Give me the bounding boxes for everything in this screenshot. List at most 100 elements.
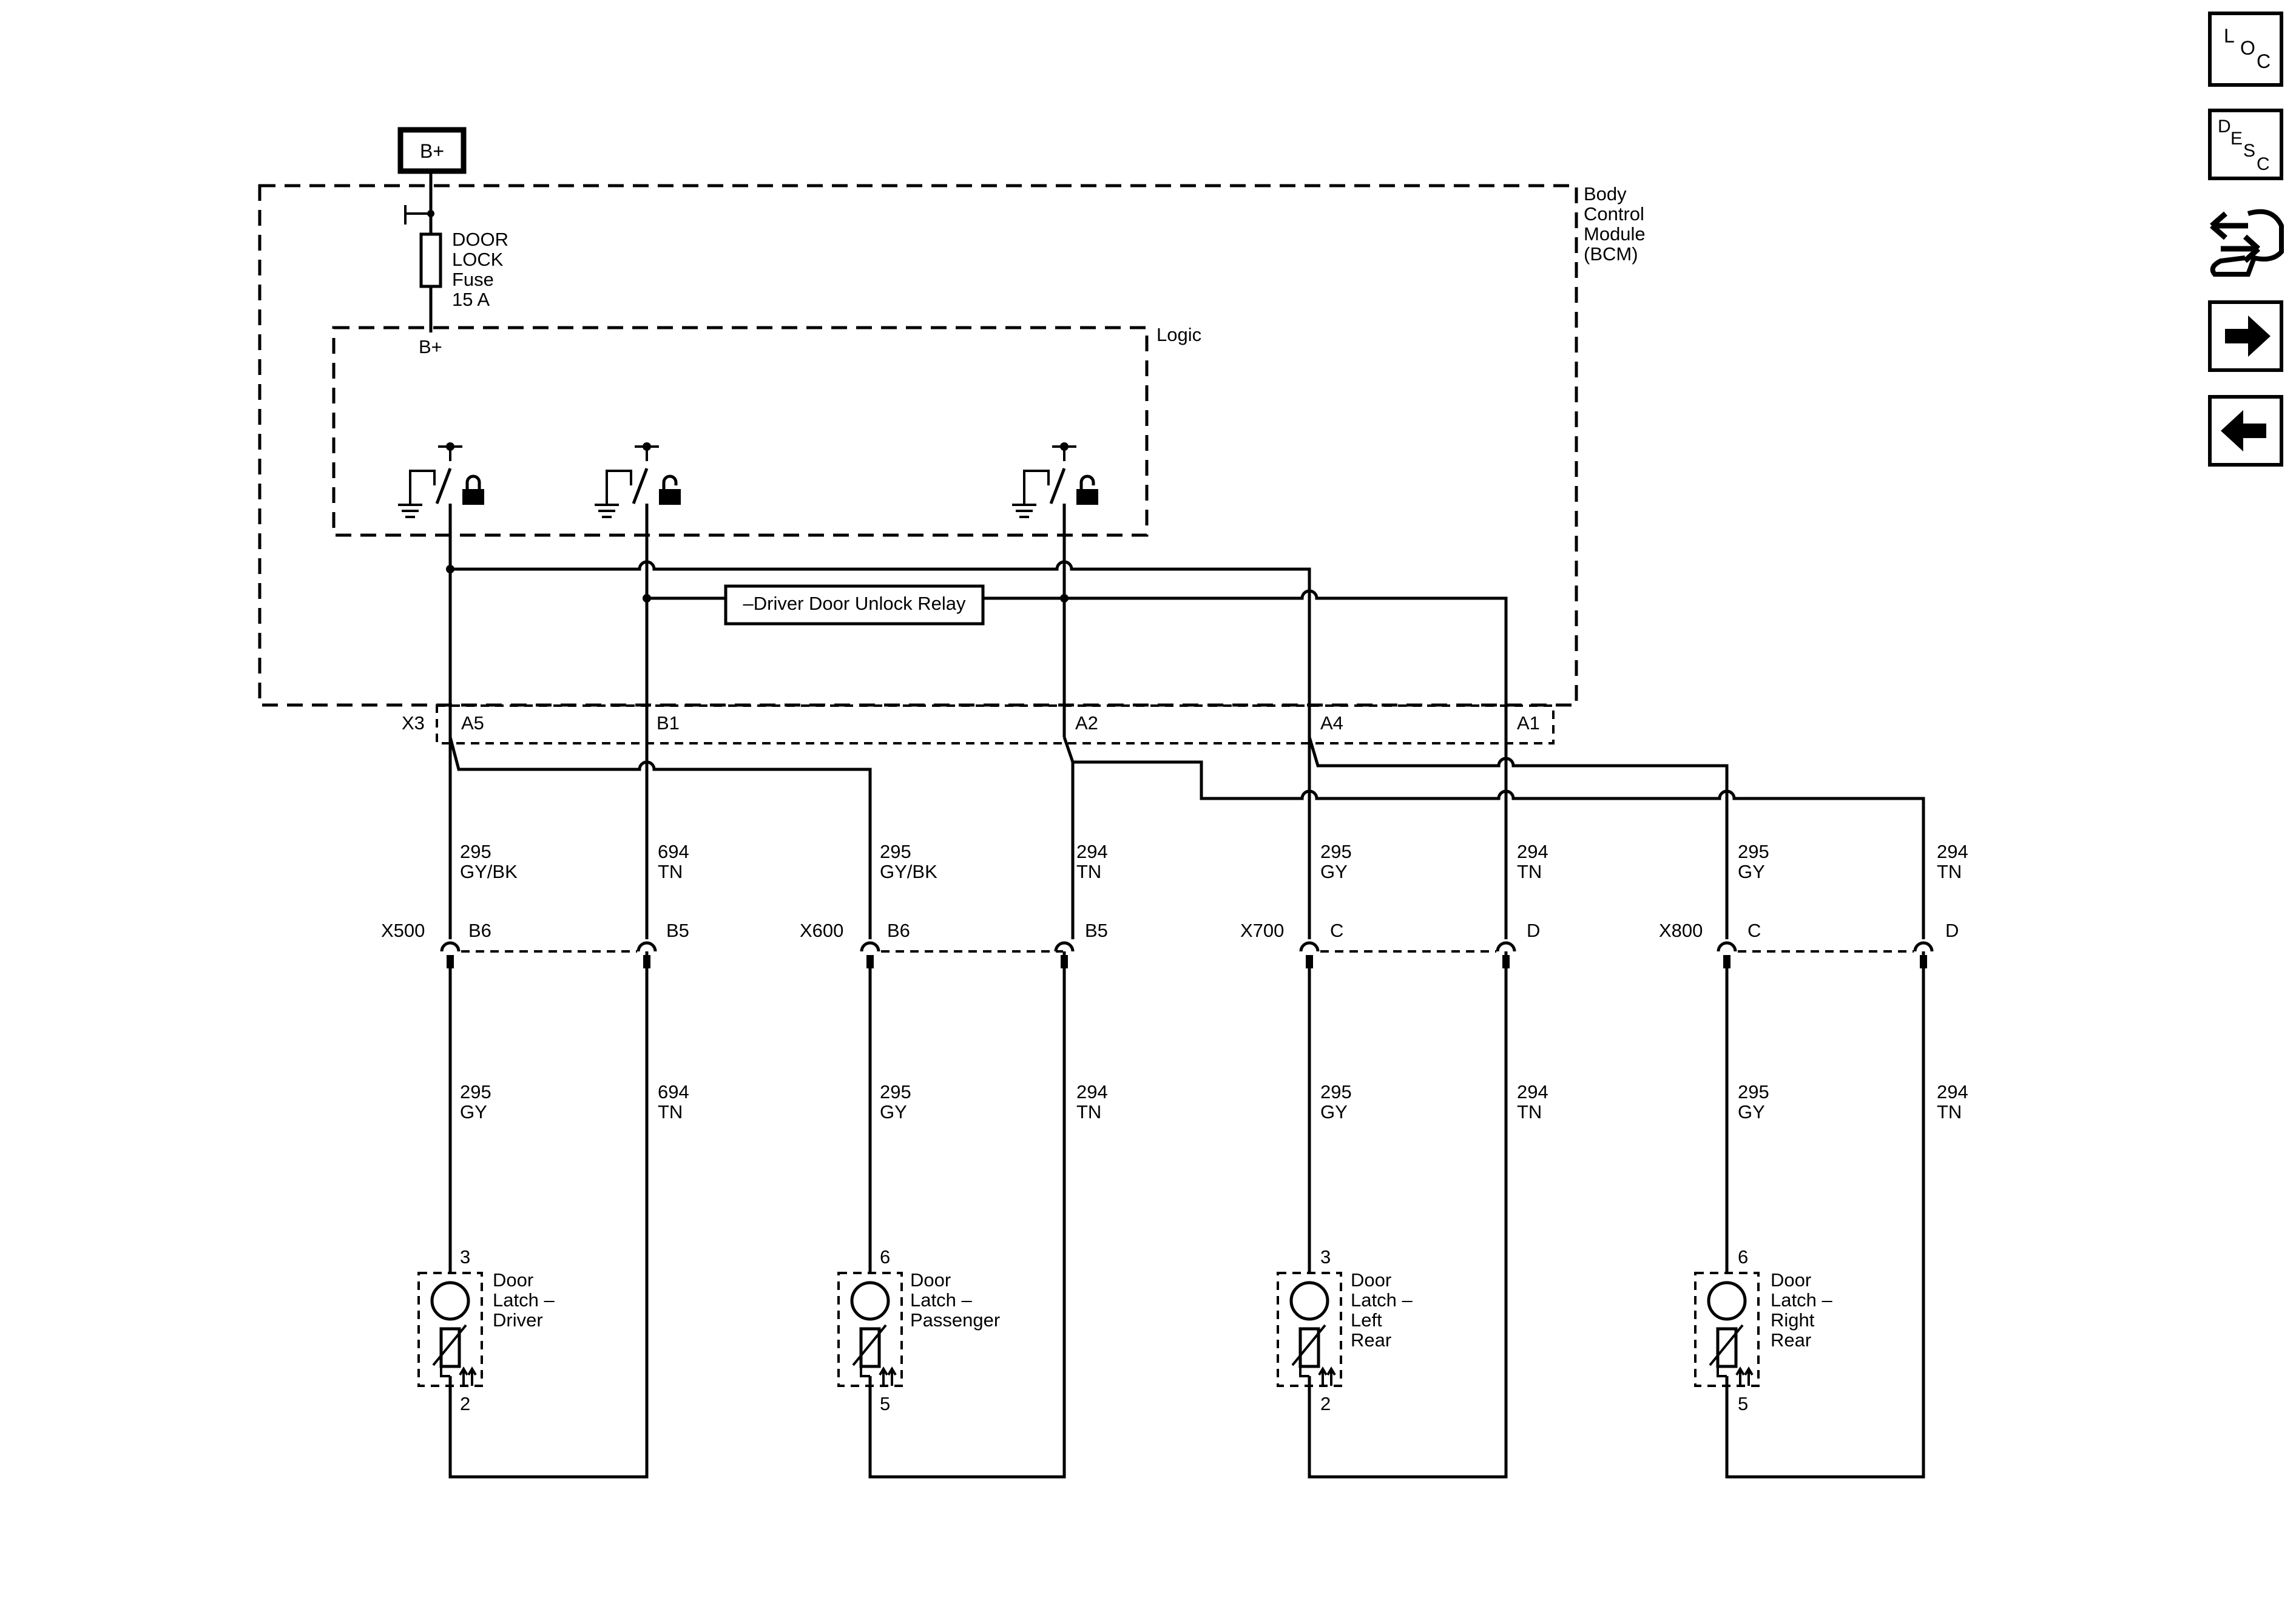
lower-wire-circuit-6: 294 [1517, 1081, 1548, 1102]
lower-wire-circuit-1: 295 [460, 1081, 491, 1102]
sensor-arrows-icon [459, 1366, 477, 1386]
latch-component-boundary [417, 1272, 483, 1387]
x500-pin-2: B5 [666, 920, 689, 941]
motor-icon [1707, 1281, 1747, 1321]
terminal-cavity [440, 941, 461, 952]
lower-wire-color-4: TN [1076, 1101, 1101, 1122]
fuse-bypass-hook [404, 205, 434, 224]
lower-wire-labels: 295 GY 694 TN 295 GY 294 TN 295 GY 294 T… [460, 1081, 1968, 1122]
lower-wire-color-5: GY [1320, 1101, 1348, 1122]
terminal-cavity [1717, 941, 1737, 952]
upper-wire-labels: 295 GY/BK 694 TN 295 GY/BK 294 TN 295 GY… [460, 841, 1968, 882]
latch-right-rear-pin-bottom: 5 [1738, 1393, 1748, 1414]
lock-open-icon [1076, 474, 1098, 505]
terminal-cavity [636, 941, 657, 952]
pin-a2: A2 [1075, 712, 1098, 734]
sensor-lead [440, 1366, 450, 1377]
position-sensor-icon [1716, 1327, 1738, 1368]
lower-wire-circuit-3: 295 [880, 1081, 911, 1102]
lower-wire-color-1: GY [460, 1101, 487, 1122]
x3-label: X3 [402, 712, 425, 734]
sensor-slash [1291, 1324, 1326, 1366]
wire-color-8: TN [1937, 861, 1962, 882]
previous-arrow-button[interactable] [2208, 395, 2283, 467]
location-view-button[interactable]: L O C [2208, 12, 2283, 87]
fuse-label-line-4: 15 A [452, 289, 490, 310]
latch-symbols [417, 1272, 1760, 1387]
x800-label: X800 [1659, 920, 1703, 941]
motor-icon [850, 1281, 890, 1321]
latch-right-rear-label-2: Latch – [1771, 1289, 1832, 1311]
wire-color-6: TN [1517, 861, 1542, 882]
position-sensor-icon [1298, 1327, 1320, 1368]
latch-return-wire [448, 968, 649, 1479]
loc-letter-o: O [2240, 37, 2255, 59]
terminal-pin [1723, 955, 1730, 968]
bcm-label-line-1: Body [1584, 183, 1627, 204]
sensor-slash [852, 1324, 887, 1366]
driver-door-unlock-relay [724, 584, 985, 626]
latch-left-rear-label-1: Door [1351, 1269, 1391, 1291]
latch-passenger-label-2: Latch – [910, 1289, 972, 1311]
sensor-slash [1709, 1324, 1744, 1366]
door-lock-fuse [419, 232, 442, 288]
inline-connectors: X500 B6 B5 X600 B6 B5 X700 C D X800 C D [381, 920, 1959, 968]
x500-label: X500 [381, 920, 425, 941]
latch-left-rear-label-2: Latch – [1351, 1289, 1413, 1311]
latch-return-wire [868, 968, 1066, 1479]
desc-letter-c: C [2257, 154, 2270, 174]
terminal-cavity [1299, 941, 1320, 952]
latch-labels: 3 2 Door Latch – Driver 6 5 Door Latch –… [460, 1246, 1832, 1414]
loc-letter-l: L [2224, 25, 2235, 47]
fuse-label-line-3: Fuse [452, 269, 494, 290]
lower-wire-circuit-2: 694 [658, 1081, 689, 1102]
loc-letter-c: C [2257, 50, 2271, 72]
desc-letter-e: E [2230, 129, 2243, 149]
sensor-lead [1717, 1366, 1727, 1377]
latch-driver-pin-bottom: 2 [460, 1393, 470, 1414]
x800-pin-2: D [1945, 920, 1959, 941]
latch-passenger-pin-bottom: 5 [880, 1393, 890, 1414]
latch-right-rear-label-4: Rear [1771, 1329, 1811, 1351]
x600-label: X600 [800, 920, 843, 941]
wire-circuit-7: 295 [1738, 841, 1769, 862]
latch-passenger-label-1: Door [910, 1269, 951, 1291]
wire-circuit-3: 295 [880, 841, 911, 862]
terminal-cavity [1054, 941, 1075, 952]
latch-right-rear-pin-top: 6 [1738, 1246, 1748, 1268]
latch-left-rear-label-4: Rear [1351, 1329, 1391, 1351]
x600-pin-1: B6 [887, 920, 910, 941]
latch-return-wire [1725, 968, 1925, 1479]
lower-wire-color-2: TN [658, 1101, 683, 1122]
latch-left-rear-label-3: Left [1351, 1309, 1382, 1331]
description-view-button[interactable]: D E S C [2208, 109, 2283, 180]
latch-component-boundary [1277, 1272, 1342, 1387]
lower-wire-circuit-7: 295 [1738, 1081, 1769, 1102]
lower-wire-color-7: GY [1738, 1101, 1765, 1122]
next-arrow-button[interactable] [2208, 300, 2283, 372]
latch-passenger-pin-top: 6 [880, 1246, 890, 1268]
latch-return-wire [1308, 968, 1508, 1479]
latch-driver-label-2: Latch – [493, 1289, 555, 1311]
b-plus-label: B+ [420, 140, 444, 162]
sensor-arrows-icon [1318, 1366, 1336, 1386]
terminal-cavity [1913, 941, 1934, 952]
motor-icon [430, 1281, 470, 1321]
previous-arrow-icon [2221, 410, 2266, 451]
x700-label: X700 [1240, 920, 1284, 941]
connector-view-icon[interactable] [2210, 209, 2284, 277]
wire-circuit-2: 694 [658, 841, 689, 862]
wire-color-4: TN [1076, 861, 1101, 882]
relay-switch-unlock-driver [595, 442, 681, 518]
terminal-pin [447, 955, 454, 968]
wire-circuit-5: 295 [1320, 841, 1352, 862]
lock-open-icon [659, 474, 681, 505]
bcm-label-line-3: Module [1584, 223, 1646, 245]
fuse-label-line-1: DOOR [452, 229, 508, 250]
wire-color-5: GY [1320, 861, 1348, 882]
fuse-label-line-2: LOCK [452, 249, 504, 270]
x3-connector [436, 704, 1555, 744]
x500-pin-1: B6 [468, 920, 491, 941]
x600-pin-2: B5 [1085, 920, 1108, 941]
